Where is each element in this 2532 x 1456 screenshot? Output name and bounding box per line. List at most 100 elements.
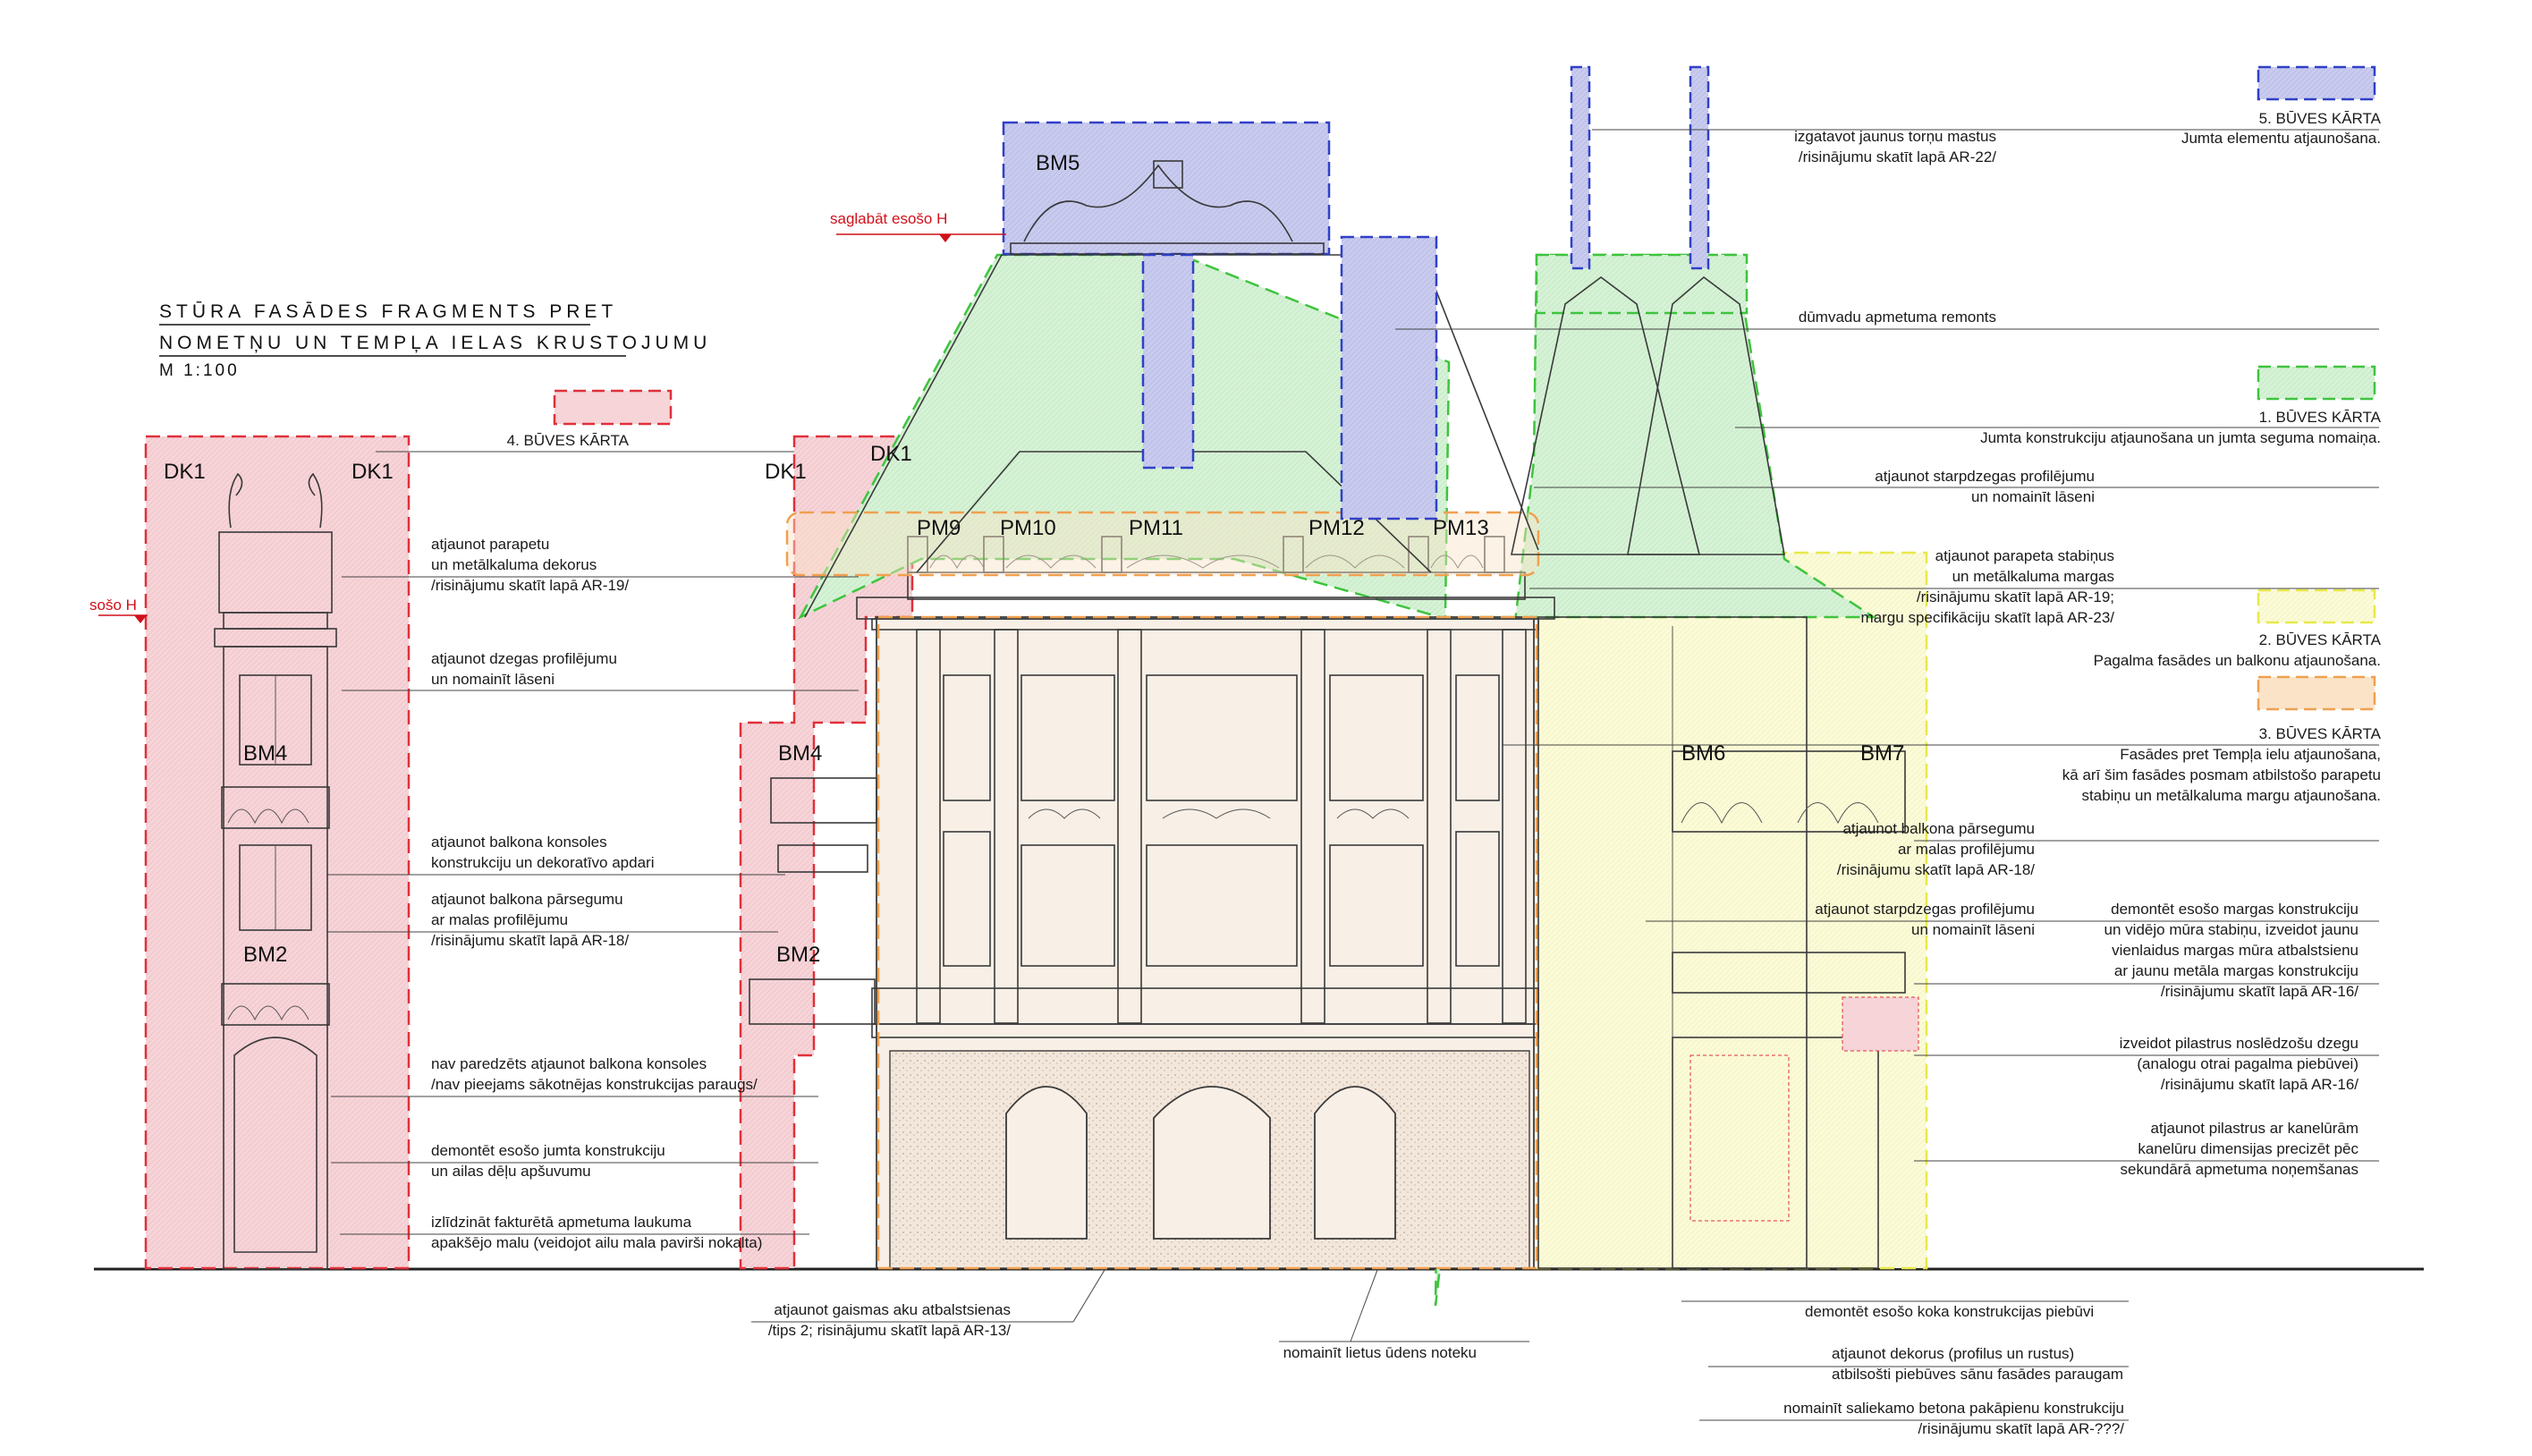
note-right-4-d: margu specifikāciju skatīt lapā AR-23/ (1861, 609, 2115, 626)
stage4-zone-left (144, 435, 411, 1270)
stage4-legend-swatch (553, 389, 673, 426)
note-right-5-c: /risinājumu skatīt lapā AR-18/ (1837, 861, 2035, 878)
notes-bottom: atjaunot gaismas aku atbalstsienas /tips… (751, 1269, 2129, 1437)
note-left-4-a: atjaunot balkona pārsegumu (431, 891, 623, 908)
note-right-8-b: (analogu otrai pagalma piebūvei) (2137, 1055, 2358, 1072)
note-bottom-4-a: atjaunot dekorus (profilus un rustus) (1832, 1345, 2074, 1362)
legend-swatch-stage5 (2257, 65, 2376, 101)
note-right-2: dūmvadu apmetuma remonts (1799, 309, 1996, 326)
note-right-9-c: sekundārā apmetuma noņemšanas (2121, 1161, 2359, 1178)
title-line-1: STŪRA FASĀDES FRAGMENTS PRET (159, 301, 617, 322)
courtyard-wing: BM6 BM7 (1537, 616, 1919, 1269)
note-right-1-a: izgatavot jaunus torņu mastus (1794, 128, 1996, 145)
note-left-3-a: atjaunot balkona konsoles (431, 834, 607, 851)
note-right-4-c: /risinājumu skatīt lapā AR-19; (1917, 588, 2114, 605)
note-right-7-c: vienlaidus margas mūra atbalstsienu (2112, 942, 2358, 959)
note-left-1-b: un metālkaluma dekorus (431, 556, 597, 573)
note-right-7-a: demontēt esošo margas konstrukciju (2111, 901, 2358, 918)
note-right-5-a: atjaunot balkona pārsegumu (1842, 820, 2035, 837)
note-bottom-5-b: /risinājumu skatīt lapā AR-???/ (1918, 1420, 2124, 1437)
legend-stage2-label: 2. BŪVES KĀRTA (2259, 631, 2382, 648)
note-right-4-b: un metālkaluma margas (1952, 568, 2114, 585)
note-right-4-a: atjaunot parapeta stabiņus (1935, 547, 2114, 564)
legend-stage3-label: 3. BŪVES KĀRTA (2259, 725, 2382, 742)
legend-stage3-line1: Fasādes pret Tempļa ielu atjaunošana, (2120, 746, 2381, 763)
tower-mast-left (1570, 65, 1591, 270)
note-right-8-c: /risinājumu skatīt lapā AR-16/ (2161, 1076, 2358, 1093)
note-right-9-a: atjaunot pilastrus ar kanelūrām (2151, 1120, 2358, 1137)
label-dk1-left-b: DK1 (351, 460, 394, 484)
note-left-3-b: konstrukciju un dekoratīvo apdari (431, 854, 654, 871)
note-bottom-4-b: atbilsošti piebūves sānu fasādes parauga… (1832, 1366, 2123, 1383)
note-left-4-c: /risinājumu skatīt lapā AR-18/ (431, 932, 629, 949)
note-left-2-b: un nomainīt lāseni (431, 671, 555, 688)
note-right-5-b: ar malas profilējumu (1898, 841, 2035, 858)
note-right-7-e: /risinājumu skatīt lapā AR-16/ (2161, 983, 2358, 1000)
note-right-3-b: un nomainīt lāseni (1971, 488, 2095, 505)
towers (1511, 65, 1785, 555)
note-left-7-a: izlīdzināt fakturētā apmetuma laukuma (431, 1214, 692, 1231)
legend-stage3-line3: stabiņu un metālkaluma margu atjaunošana… (2081, 787, 2381, 804)
label-dk1-corner-b: DK1 (870, 442, 912, 466)
stage4-label: 4. BŪVES KĀRTA (507, 432, 630, 449)
note-bottom-1-a: atjaunot gaismas aku atbalstsienas (774, 1301, 1011, 1318)
tower-mast-right (1689, 65, 1710, 270)
stage3-facade-zone (876, 615, 1538, 1270)
stage3-parapet-zone (785, 511, 1540, 577)
legend-swatch-stage3 (2257, 675, 2376, 711)
label-dk1-left-a: DK1 (164, 460, 206, 484)
label-bm4-corner: BM4 (778, 741, 822, 766)
legend: 5. BŪVES KĀRTA Jumta elementu atjaunošan… (1503, 65, 2382, 804)
note-right-6-a: atjaunot starpdzegas profilējumu (1815, 901, 2035, 918)
note-bottom-3: demontēt esošo koka konstrukcijas piebūv… (1805, 1303, 2094, 1320)
note-left-6-b: un ailas dēļu apšuvumu (431, 1163, 591, 1180)
legend-swatch-stage1 (2257, 365, 2376, 401)
keep-h-label: saglabāt esošo H (830, 210, 947, 227)
chimney-left (1141, 253, 1195, 470)
note-bottom-1-b: /tips 2; risinājumu skatīt lapā AR-13/ (768, 1322, 1011, 1339)
note-left-2-a: atjaunot dzegas profilējumu (431, 650, 617, 667)
legend-stage5-label: 5. BŪVES KĀRTA (2259, 110, 2382, 127)
label-pm11: PM11 (1129, 516, 1183, 540)
title-scale: M 1:100 (159, 361, 240, 380)
main-building: PM9 PM10 PM11 PM12 PM13 BM5 saglabāt eso… (739, 65, 1928, 1307)
label-dk1-corner-a: DK1 (765, 460, 807, 484)
legend-swatch-stage2 (2257, 588, 2376, 624)
label-bm2-corner: BM2 (776, 943, 820, 967)
note-left-1-a: atjaunot parapetu (431, 536, 549, 553)
note-left-4-b: ar malas profilējumu (431, 911, 568, 928)
note-left-6-a: demontēt esošo jumta konstrukciju (431, 1142, 665, 1159)
notes-left: atjaunot parapetu un metālkaluma dekorus… (326, 536, 859, 1251)
note-left-5-b: /nav pieejams sākotnējas konstrukcijas p… (431, 1076, 758, 1093)
stage4-zone-corner (739, 435, 914, 1270)
note-right-1-b: /risinājumu skatīt lapā AR-22/ (1799, 148, 1996, 165)
legend-stage1-desc: Jumta konstrukciju atjaunošana un jumta … (1980, 429, 2381, 446)
label-bm2-left: BM2 (243, 943, 287, 967)
label-pm12: PM12 (1308, 516, 1365, 540)
chimney-right (1340, 235, 1438, 521)
legend-stage2-desc: Pagalma fasādes un balkonu atjaunošana. (2094, 652, 2381, 669)
legend-stage5-desc: Jumta elementu atjaunošana. (2181, 130, 2381, 147)
note-bottom-5-a: nomainīt saliekamo betona pakāpienu kons… (1783, 1400, 2124, 1417)
existing-h-label: sošo H (89, 597, 137, 614)
note-bottom-2: nomainīt lietus ūdens noteku (1283, 1344, 1477, 1361)
note-right-6-b: un nomainīt lāseni (1911, 921, 2035, 938)
label-pm13: PM13 (1433, 516, 1489, 540)
legend-stage3-line2: kā arī šim fasādes posmam atbilstošo par… (2062, 766, 2381, 783)
note-right-3-a: atjaunot starpdzegas profilējumu (1875, 468, 2095, 485)
note-right-7-d: ar jaunu metāla margas konstrukciju (2114, 962, 2358, 979)
parapet (907, 536, 1526, 600)
note-right-8-a: izveidot pilastrus noslēdzošu dzegu (2120, 1035, 2358, 1052)
left-facade: DK1 DK1 BM4 BM2 sošo H (89, 435, 411, 1270)
note-right-7-b: un vidējo mūra stabiņu, izveidot jaunu (2104, 921, 2358, 938)
notes-right: izgatavot jaunus torņu mastus /risinājum… (1395, 128, 2379, 1178)
note-right-9-b: kanelūru dimensijas precizēt pēc (2138, 1140, 2358, 1157)
drawing-title: STŪRA FASĀDES FRAGMENTS PRET NOMETŅU UN … (159, 301, 711, 380)
title-line-2: NOMETŅU UN TEMPĻA IELAS KRUSTOJUMU (159, 333, 711, 353)
label-bm5: BM5 (1036, 151, 1080, 175)
note-left-1-c: /risinājumu skatīt lapā AR-19/ (431, 577, 629, 594)
label-bm4-left: BM4 (243, 741, 287, 766)
note-left-7-b: apakšējo malu (veidojot ailu mala pavirš… (431, 1234, 762, 1251)
elevation-mark-existing: sošo H (89, 597, 148, 623)
